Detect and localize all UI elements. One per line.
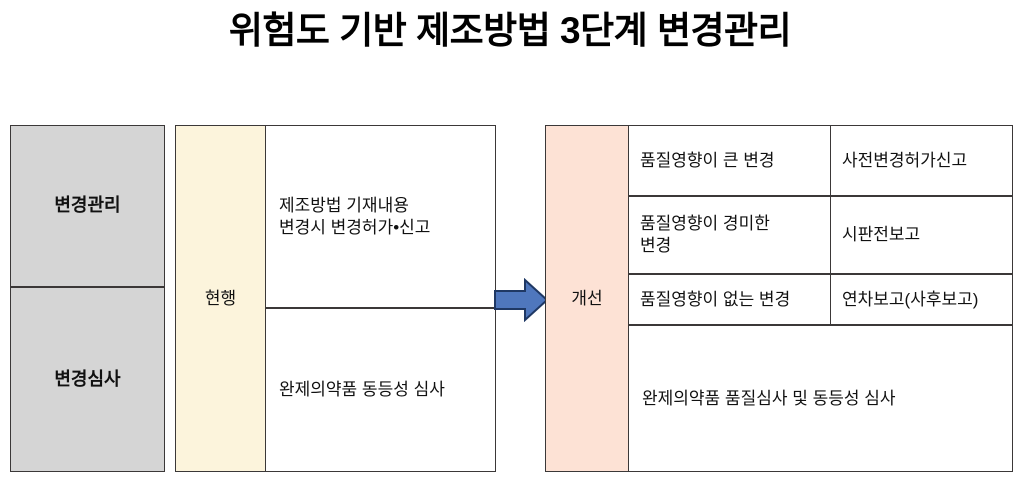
table-row-change-level-3: 품질영향이 없는 변경 (628, 274, 831, 325)
action-text: 연차보고(사후보고) (842, 289, 979, 309)
current-state-row-change-management: 제조방법 기재내용 변경시 변경허가•신고 (265, 125, 496, 308)
change-level-text: 품질영향이 경미한 변경 (640, 214, 770, 255)
right-arrow-icon (494, 277, 549, 323)
action-text: 시판전보고 (842, 225, 921, 245)
table-row-action-1: 사전변경허가신고 (830, 125, 1013, 196)
action-text: 사전변경허가신고 (842, 150, 968, 170)
current-state-label: 현행 (175, 125, 266, 472)
change-level-text: 품질영향이 없는 변경 (640, 289, 791, 309)
current-state-row-change-review: 완제의약품 동등성 심사 (265, 308, 496, 472)
current-state-row-text: 완제의약품 동등성 심사 (279, 380, 445, 400)
improved-state-label-text: 개선 (571, 288, 603, 308)
current-state-row-text: 제조방법 기재내용 변경시 변경허가•신고 (279, 195, 431, 237)
current-state-label-text: 현행 (204, 288, 237, 308)
table-row-action-3: 연차보고(사후보고) (830, 274, 1013, 325)
category-label: 변경관리 (54, 195, 121, 216)
table-row-change-level-2: 품질영향이 경미한 변경 (628, 196, 831, 274)
change-level-text: 품질영향이 큰 변경 (640, 150, 775, 170)
improved-state-footer-row: 완제의약품 품질심사 및 동등성 심사 (628, 325, 1013, 472)
table-row-action-2: 시판전보고 (830, 196, 1013, 274)
improved-state-label: 개선 (545, 125, 629, 472)
category-label: 변경심사 (54, 368, 121, 389)
category-cell-change-management: 변경관리 (10, 125, 165, 287)
table-row-change-level-1: 품질영향이 큰 변경 (628, 125, 831, 196)
improved-state-footer-text: 완제의약품 품질심사 및 동등성 심사 (642, 388, 896, 408)
page-title: 위험도 기반 제조방법 3단계 변경관리 (228, 10, 792, 51)
category-cell-change-review: 변경심사 (10, 287, 165, 472)
